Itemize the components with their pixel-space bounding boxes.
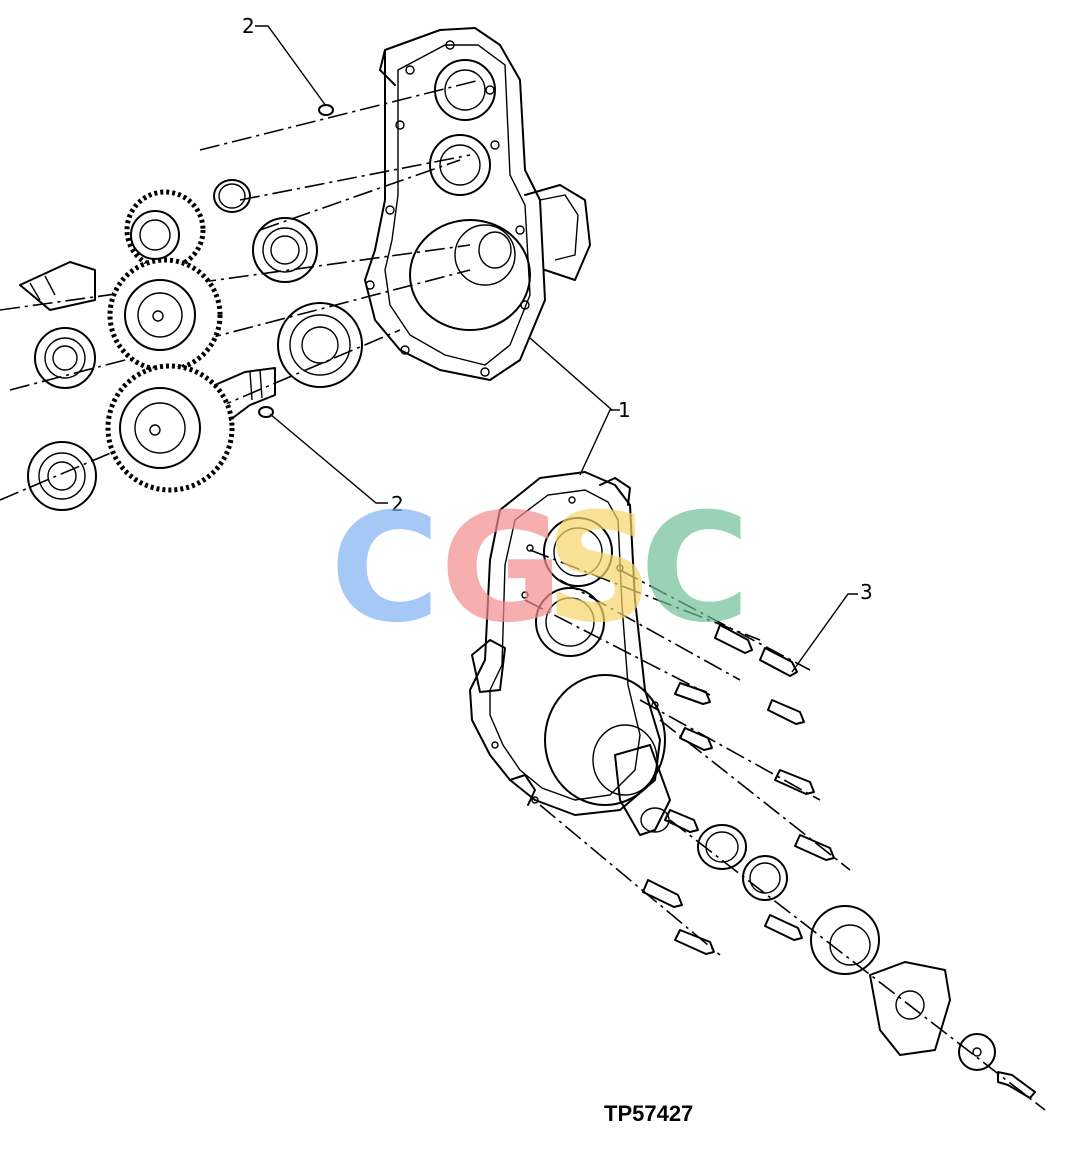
callout-leaders: [255, 25, 858, 673]
bearing-left-middle: [34, 327, 96, 389]
watermark-letter-g: G: [440, 482, 563, 656]
drive-yoke: [869, 961, 951, 1056]
dowel-pin-lower: [258, 406, 274, 418]
bearing-upper-right: [252, 217, 318, 283]
output-stub-shaft: [614, 744, 671, 836]
upper-housing: [364, 27, 591, 381]
small-gear: [124, 189, 206, 271]
large-gear-upper: [107, 257, 223, 373]
lower-parts: [524, 549, 1046, 1111]
bearing-right-large: [277, 302, 363, 388]
assembly-axes-upper: [0, 79, 481, 501]
lower-housing: [469, 471, 671, 836]
cap-screws: [642, 624, 835, 955]
upper-parts: [19, 104, 363, 511]
callout-2-top: 2: [242, 14, 255, 38]
large-gear-lower: [105, 363, 235, 493]
watermark-letter-c1: C: [330, 482, 440, 656]
yoke-retaining-bolt: [997, 1071, 1036, 1099]
watermark-letter-c2: C: [640, 482, 750, 656]
washer: [958, 1033, 996, 1071]
input-shaft: [19, 261, 96, 311]
figure-id: TP57427: [604, 1101, 693, 1126]
callout-3: 3: [860, 580, 873, 604]
watermark-letter-s: S: [545, 482, 653, 656]
callout-2-lower: 2: [391, 492, 404, 516]
snap-ring: [213, 179, 251, 213]
wear-sleeve: [810, 905, 880, 975]
output-shaft: [214, 367, 276, 421]
callout-1: 1: [618, 398, 631, 422]
bearing-lower-left: [27, 441, 97, 511]
dowel-pin-top: [318, 104, 334, 116]
oil-seal: [697, 824, 747, 870]
watermark: C G S C: [330, 482, 750, 656]
o-ring: [742, 855, 788, 901]
